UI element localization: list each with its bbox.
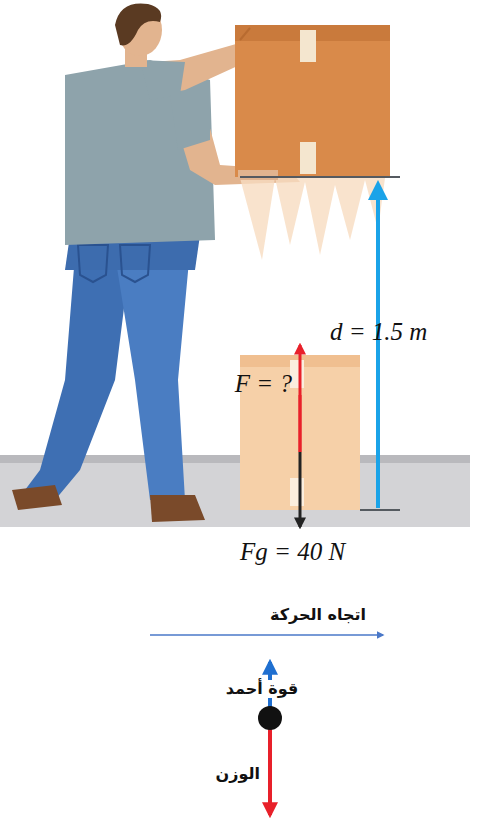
applied-force-arrow — [299, 345, 302, 452]
shelf-line — [240, 176, 400, 178]
distance-label: d = 1.5 m — [330, 318, 427, 347]
weight-label: الوزن — [214, 765, 262, 783]
force-label: قوة أحمد — [224, 680, 301, 698]
applied-force-arrow — [299, 395, 302, 452]
upper-box — [235, 25, 390, 260]
weight-arrow — [299, 452, 302, 527]
distance-arrow — [376, 184, 380, 508]
motion-label: اتجاه الحركة — [268, 606, 368, 624]
weight-arrow — [268, 718, 272, 815]
floor-mark — [360, 509, 400, 511]
weight-label: Fg = 40 N — [240, 538, 345, 567]
motion-arrow — [150, 634, 383, 636]
force-label: F = ? — [235, 370, 292, 399]
body-dot — [258, 706, 282, 730]
